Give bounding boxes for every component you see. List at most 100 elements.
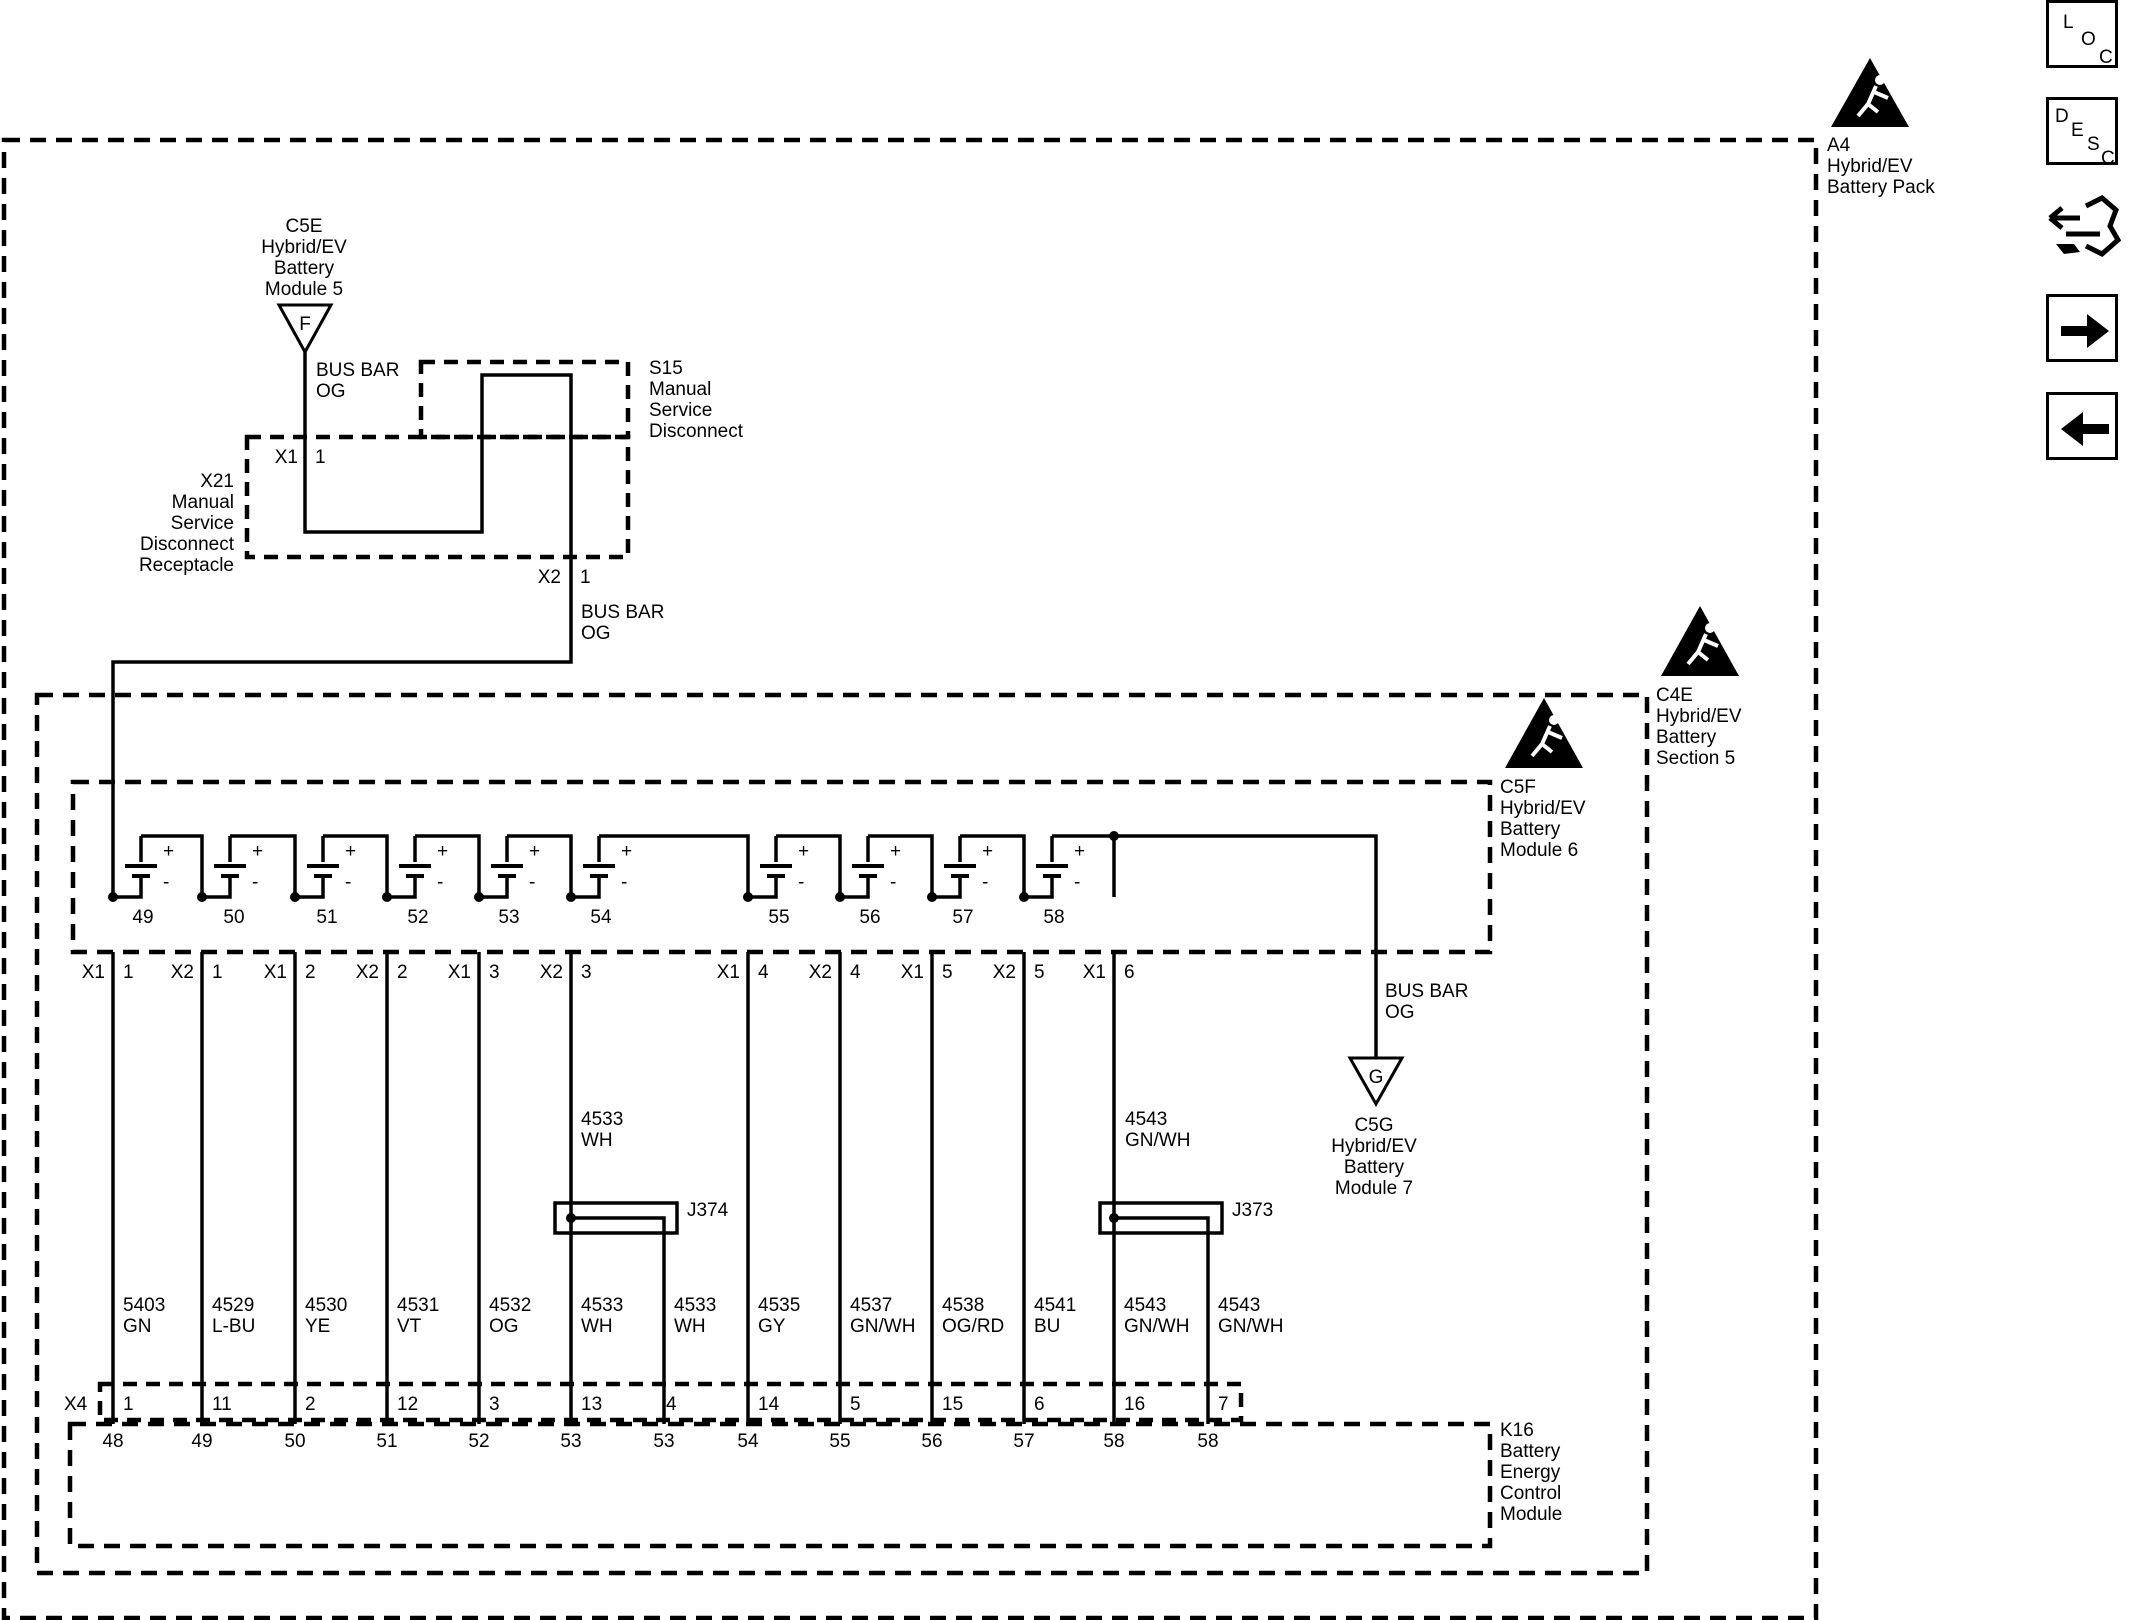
wire-circuit-number: 4530 xyxy=(305,1295,347,1316)
module-connector-label: X2 xyxy=(356,962,379,983)
cell-minus-sign: - xyxy=(345,872,351,893)
module-pin-number: 4 xyxy=(850,962,861,983)
wire-circuit-number: 4537 xyxy=(850,1295,892,1316)
arrow-left-icon xyxy=(2061,412,2109,446)
c5f-battery-module-boundary xyxy=(70,779,1493,955)
cell-minus-sign: - xyxy=(437,872,443,893)
svg-text:C4E: C4E xyxy=(1656,685,1693,706)
svg-text:Battery Pack: Battery Pack xyxy=(1827,177,1935,198)
junction-dot xyxy=(382,892,392,902)
cell-bus-wire xyxy=(415,834,481,897)
k16-pin-number: 54 xyxy=(737,1431,759,1452)
svg-text:Battery: Battery xyxy=(1500,819,1561,840)
cell-plus-sign: + xyxy=(1074,841,1085,862)
svg-text:Section 5: Section 5 xyxy=(1656,748,1735,769)
location-button[interactable]: L O C xyxy=(2046,0,2118,68)
junction-dot xyxy=(1019,892,1029,902)
s15-manual-service-disconnect-boundary xyxy=(418,359,631,440)
wire-circuit-number: 4541 xyxy=(1034,1295,1076,1316)
cell-minus-sign: - xyxy=(252,872,258,893)
x4-pin-number: 11 xyxy=(212,1394,232,1415)
wire-circuit-number: 4533 xyxy=(581,1295,623,1316)
c5f-hazard-icon xyxy=(1505,698,1583,768)
description-button[interactable]: D E S C xyxy=(2046,97,2118,168)
c4e-hazard-icon xyxy=(1661,606,1739,676)
module-connector-label: X2 xyxy=(171,962,194,983)
svg-text:Module 6: Module 6 xyxy=(1500,840,1578,861)
svg-text:D: D xyxy=(2055,106,2069,127)
k16-pin-number: 53 xyxy=(653,1431,674,1452)
cell-plus-sign: + xyxy=(890,841,901,862)
x4-pin-number: 5 xyxy=(850,1394,861,1415)
k16-pin-number: 48 xyxy=(102,1431,123,1452)
module-connector-label: X1 xyxy=(717,962,740,983)
junction-dot xyxy=(835,892,845,902)
w4543-splice-label: 4543 GN/WH xyxy=(1125,1109,1190,1151)
battery-cell-57: +-57 xyxy=(927,834,1026,928)
cell-bus-wire xyxy=(507,834,573,897)
connector-view-button[interactable] xyxy=(2046,188,2122,257)
wire-circuit-number: 4533 xyxy=(674,1295,716,1316)
k16-pin-number: 56 xyxy=(921,1431,942,1452)
battery-cell-55: +-55 xyxy=(743,834,842,928)
svg-text:Disconnect: Disconnect xyxy=(140,534,235,555)
k16-pin-number: 53 xyxy=(560,1431,581,1452)
x4-connector-label: X4 xyxy=(64,1394,88,1415)
wire-circuit-number: 4543 xyxy=(1218,1295,1260,1316)
wire-circuit-number: 4529 xyxy=(212,1295,254,1316)
wire-color: L-BU xyxy=(212,1316,255,1337)
junction-dot xyxy=(474,892,484,902)
junction-dot xyxy=(290,892,300,902)
module-connector-label: X1 xyxy=(448,962,471,983)
arrow-right-icon xyxy=(2061,314,2109,348)
svg-text:O: O xyxy=(2081,29,2096,50)
svg-text:BUS BAR: BUS BAR xyxy=(316,360,399,381)
battery-cell-49: +-49 xyxy=(108,834,204,928)
cell-number: 55 xyxy=(768,907,789,928)
svg-text:Module 5: Module 5 xyxy=(265,279,343,300)
svg-text:Manual: Manual xyxy=(649,379,711,400)
c5f-label: C5F Hybrid/EV Battery Module 6 xyxy=(1500,777,1586,861)
cell-plus-sign: + xyxy=(529,841,540,862)
cell-neg-wire xyxy=(387,884,417,899)
wire-color: WH xyxy=(674,1316,706,1337)
svg-text:E: E xyxy=(2071,120,2084,141)
cell-plus-sign: + xyxy=(798,841,809,862)
previous-button[interactable] xyxy=(2046,392,2118,460)
svg-text:OG: OG xyxy=(316,381,346,402)
c5e-connector-symbol xyxy=(276,303,334,356)
a4-battery-pack-boundary xyxy=(1,137,1819,1620)
battery-cell-52: +-52 xyxy=(382,834,481,928)
wire-circuit-number: 4535 xyxy=(758,1295,800,1316)
junction-dot xyxy=(1109,1213,1119,1223)
svg-text:S15: S15 xyxy=(649,358,683,379)
k16-pin-number: 52 xyxy=(468,1431,489,1452)
k16-pin-number: 55 xyxy=(829,1431,850,1452)
cell-bus-wire xyxy=(960,834,1026,897)
cell-neg-wire xyxy=(479,884,509,899)
cell-number: 49 xyxy=(132,907,153,928)
svg-text:Battery: Battery xyxy=(1656,727,1717,748)
wire-color: OG/RD xyxy=(942,1316,1004,1337)
wire-circuit-number: 4531 xyxy=(397,1295,439,1316)
svg-text:Control: Control xyxy=(1500,1483,1561,1504)
wire-color: VT xyxy=(397,1316,422,1337)
wire-color: GN/WH xyxy=(1218,1316,1283,1337)
svg-text:S: S xyxy=(2087,134,2100,155)
w4533-splice-label: 4533 WH xyxy=(581,1109,623,1151)
svg-text:Disconnect: Disconnect xyxy=(649,421,744,442)
svg-text:C5E: C5E xyxy=(286,216,323,237)
cell-minus-sign: - xyxy=(529,872,535,893)
cell-neg-wire xyxy=(571,884,601,899)
wire-circuit-number: 4543 xyxy=(1124,1295,1166,1316)
module-connector-label: X1 xyxy=(264,962,287,983)
module-pin-number: 3 xyxy=(489,962,500,983)
next-button[interactable] xyxy=(2046,294,2118,362)
battery-cell-50: +-50 xyxy=(197,834,297,928)
svg-text:4543: 4543 xyxy=(1125,1109,1167,1130)
wire-color: OG xyxy=(489,1316,519,1337)
cell-plus-sign: + xyxy=(437,841,448,862)
k16-battery-energy-control-module-boundary xyxy=(67,1421,1493,1549)
k16-pin-number: 58 xyxy=(1103,1431,1124,1452)
svg-text:Hybrid/EV: Hybrid/EV xyxy=(1656,706,1742,727)
